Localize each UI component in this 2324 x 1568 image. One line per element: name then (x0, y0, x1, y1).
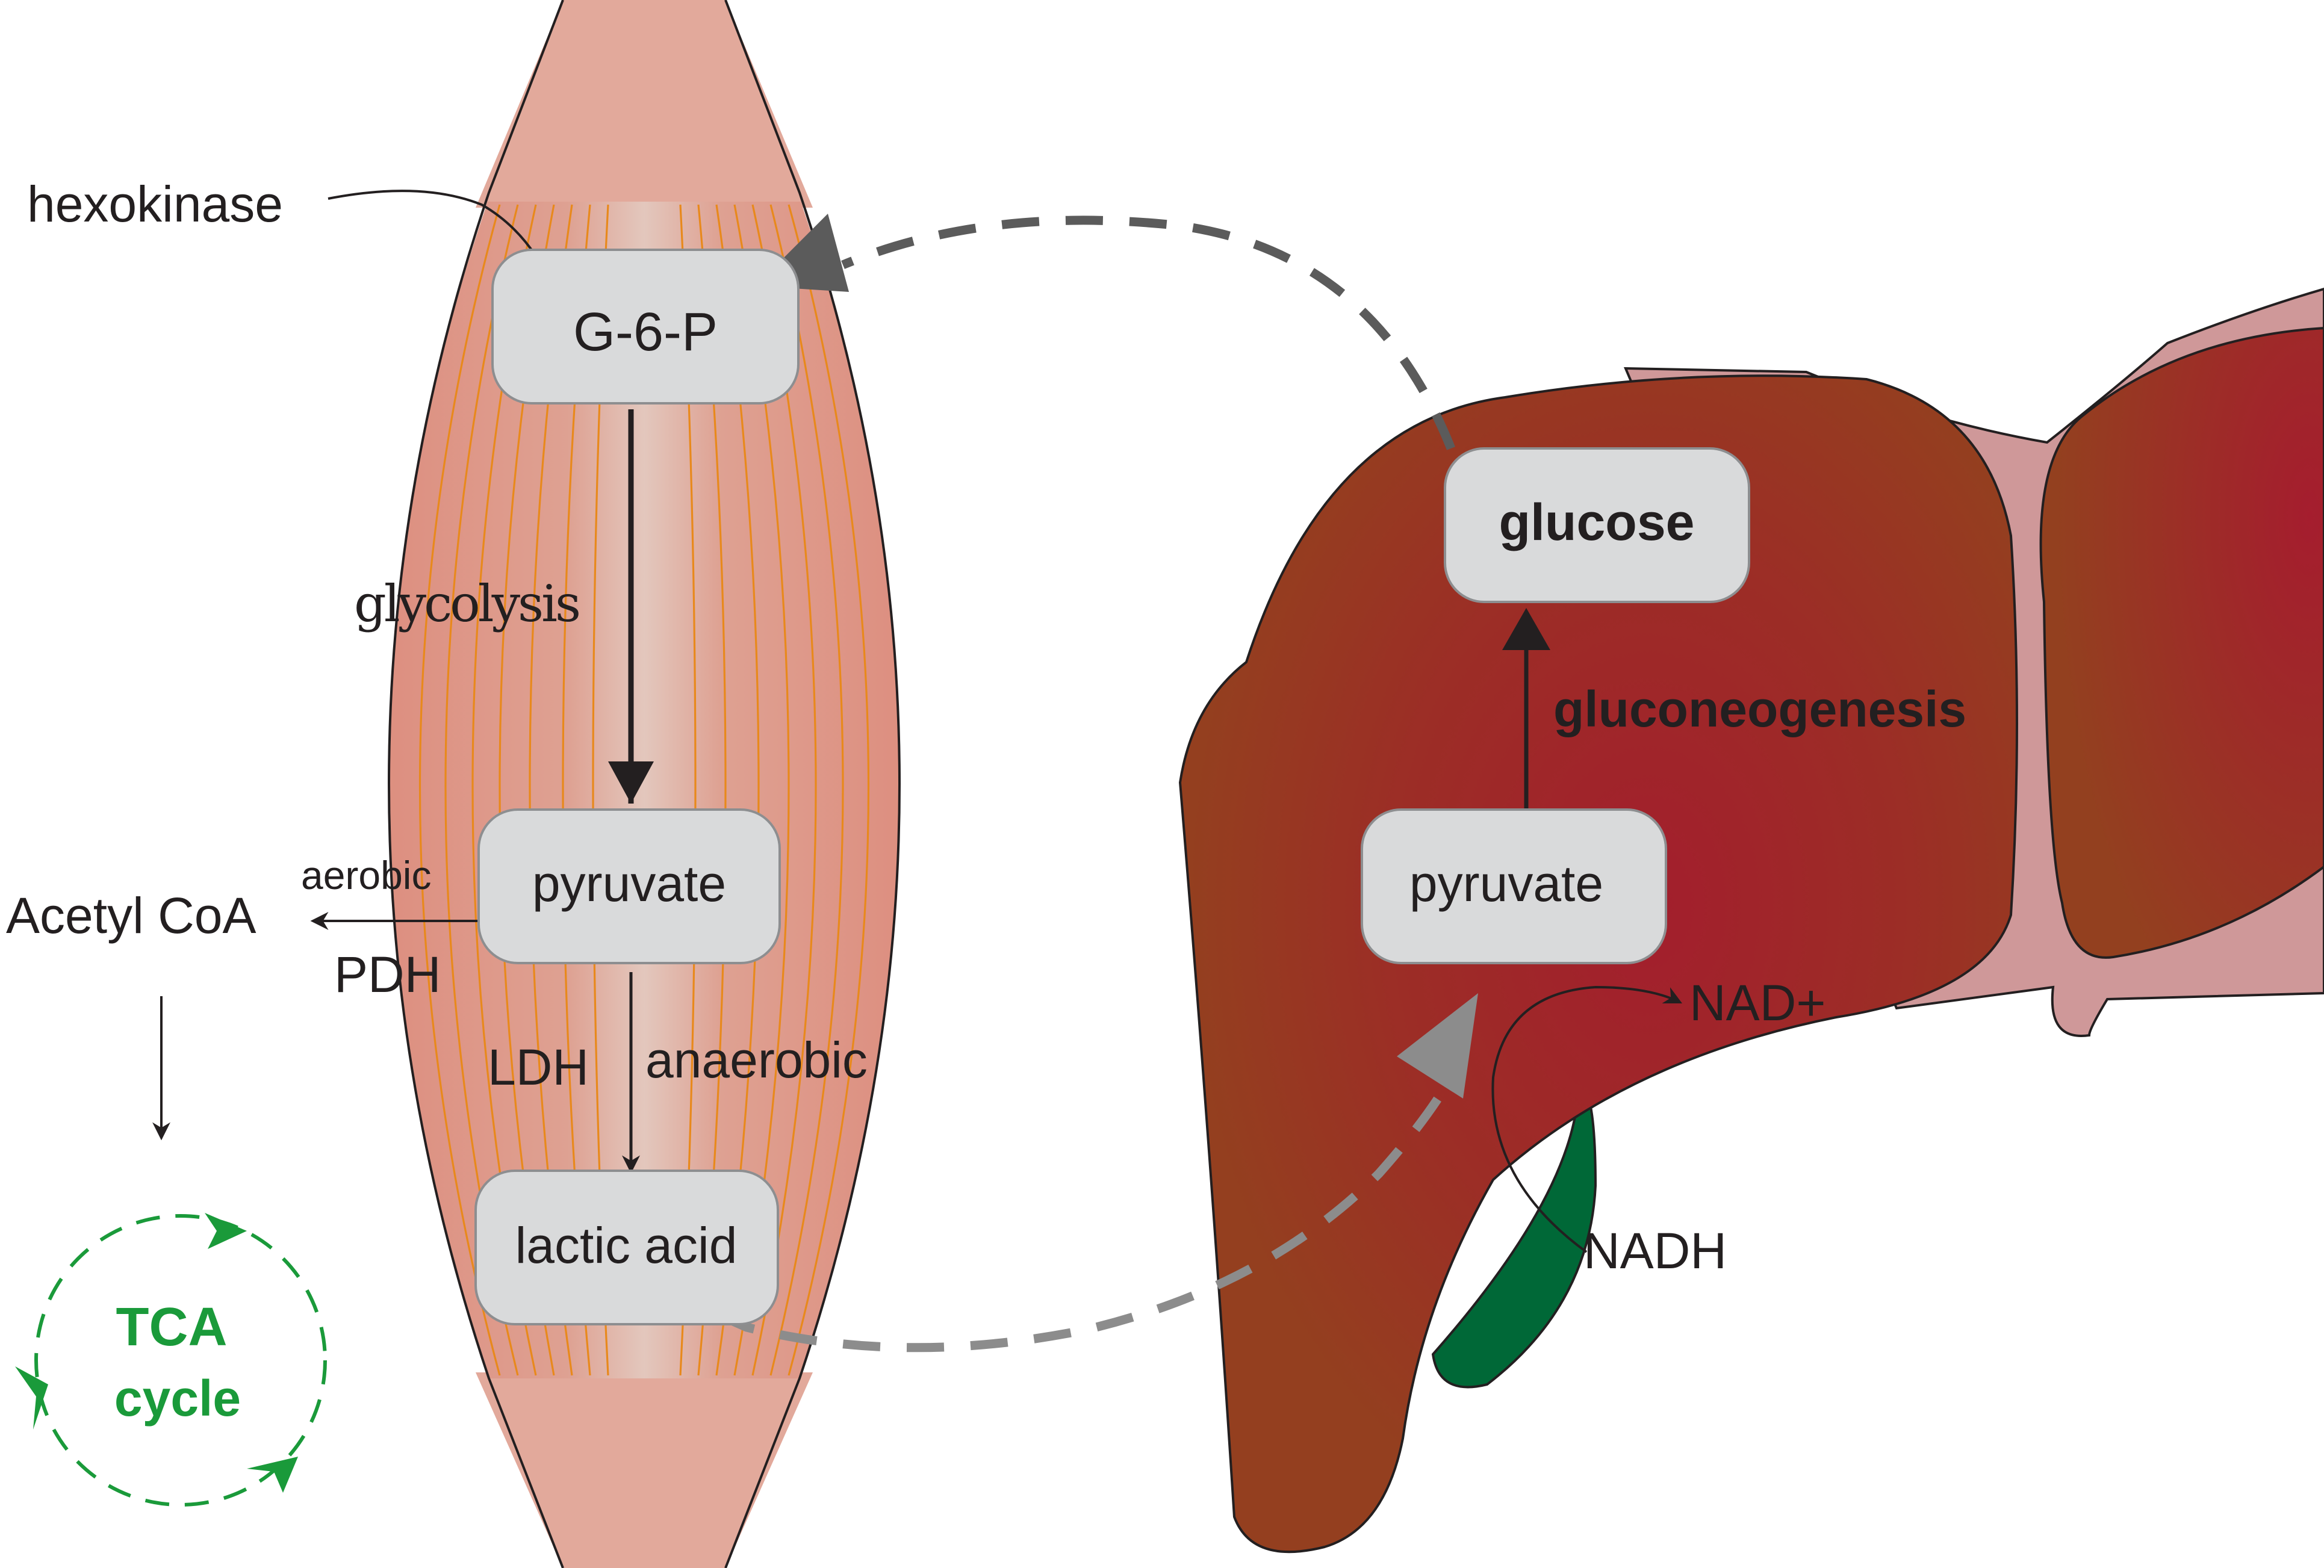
glucose-node (1444, 447, 1750, 603)
ldh-label: LDH (488, 1039, 589, 1095)
anaerobic-label: anaerobic (645, 1032, 868, 1088)
g6p-label: G-6-P (573, 302, 718, 362)
glucose-label: glucose (1499, 494, 1695, 551)
g6p-node (491, 249, 800, 404)
muscle-pyruvate-node (477, 808, 781, 964)
gluconeogenesis-arrowhead (1502, 608, 1550, 650)
muscle-belly (388, 202, 900, 1378)
tca-arrowhead-top (205, 1213, 247, 1249)
liver-pyruvate-label: pyruvate (1409, 855, 1603, 912)
nadh-nad-arrow (1491, 985, 1683, 1253)
glycolysis-label: glycolysis (354, 574, 579, 633)
tca-cycle-ring (34, 1214, 327, 1507)
gallbladder (1431, 1100, 1597, 1389)
lactate-to-liver-arrow (717, 1075, 1455, 1353)
lactic-acid-node (474, 1170, 779, 1325)
pdh-label: PDH (334, 946, 441, 1003)
muscle-pyruvate-label: pyruvate (532, 855, 726, 912)
muscle-tendon-top (476, 0, 813, 208)
tca-arrowhead-bottom (247, 1457, 298, 1493)
tca-label-line1: TCA (116, 1297, 228, 1357)
nadh-label: NADH (1583, 1222, 1727, 1279)
muscle-tendon-bottom (476, 1372, 813, 1568)
lactate-to-liver-arrowhead (1397, 993, 1478, 1099)
acetyl-coa-label: Acetyl CoA (6, 887, 256, 944)
tca-cycle (15, 1213, 327, 1507)
tca-label-line2: cycle (114, 1370, 241, 1427)
glucose-to-muscle-arrow (841, 215, 1455, 450)
liver-pyruvate-node (1361, 808, 1667, 964)
lactic-acid-label: lactic acid (515, 1217, 738, 1274)
gluconeogenesis-label: gluconeogenesis (1553, 681, 1966, 737)
tca-arrowhead-left (15, 1366, 48, 1430)
liver-illustration (1178, 287, 2324, 1554)
hexokinase-label: hexokinase (27, 176, 283, 232)
glycolysis-arrowhead (608, 761, 654, 804)
aerobic-label: aerobic (301, 853, 431, 897)
hexokinase-arrow (328, 190, 550, 280)
liver-right-lobe (2039, 326, 2324, 959)
nad-plus-label: NAD+ (1689, 975, 1825, 1031)
muscle-outline (388, 0, 901, 1568)
